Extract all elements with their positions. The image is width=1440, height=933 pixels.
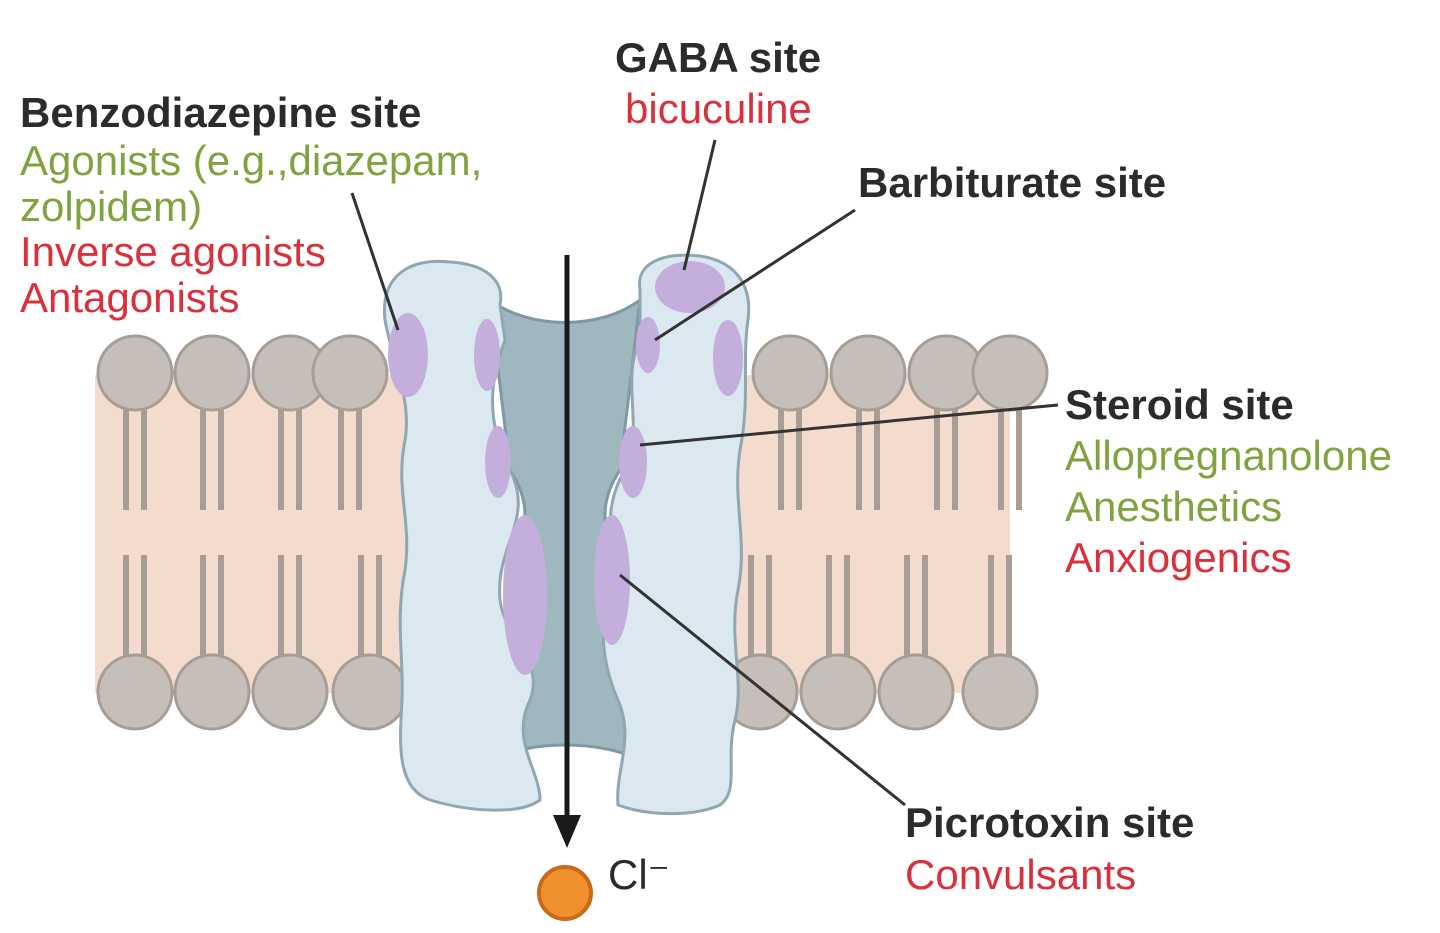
lipid-head-bottom-3 [331,653,409,731]
gaba-bicuculine: bicuculine [625,85,812,132]
chloride-ion-label: Cl⁻ [608,851,670,898]
lipid-head-top-1 [173,334,251,412]
benzodiazepine-zolpidem-line: zolpidem) [20,183,203,230]
steroid-leader [639,403,1059,447]
steroid-anxiogenics: Anxiogenics [1065,534,1292,581]
benzodiazepine-leader [350,192,400,331]
left-patch-lower [503,515,547,675]
lipid-head-top-3 [311,334,389,412]
channel-left-subunit [382,259,542,812]
lipid-head-top-4 [751,334,829,412]
gaba-binding-patch [655,261,725,313]
benzodiazepine-site-title: Benzodiazepine site [20,89,422,136]
lipid-head-top-5 [829,334,907,412]
benzodiazepine-agonists-line: Agonists (e.g.,diazepam, [20,137,483,184]
left-patch-middle [485,426,511,498]
ion-flow-arrowhead [553,815,581,848]
picrotoxin-binding-patch [594,515,630,645]
lipid-head-top-7 [971,334,1049,412]
gaba-leader [682,139,717,271]
chloride-ion [537,865,593,921]
left-patch-upper [474,319,500,391]
barbiturate-binding-patch [636,317,660,373]
lipid-head-bottom-1 [173,653,251,731]
lipid-head-bottom-5 [799,653,877,731]
lipid-head-bottom-7 [961,653,1039,731]
membrane-band-right [700,375,1010,693]
lipid-head-bottom-0 [96,653,174,731]
lipid-head-bottom-6 [877,653,955,731]
steroid-anesthetics: Anesthetics [1065,483,1283,530]
binding-sites [388,261,743,675]
picrotoxin-leader [619,573,906,807]
benzodiazepine-inverse-agonists: Inverse agonists [20,228,326,275]
barbiturate-site-title: Barbiturate site [858,159,1167,206]
lipid-head-bottom-2 [251,653,329,731]
benzodiazepine-antagonists: Antagonists [20,274,240,321]
picrotoxin-site-title: Picrotoxin site [905,799,1195,846]
steroid-binding-patch [619,426,647,498]
picrotoxin-convulsants: Convulsants [905,851,1137,898]
gaba-site-title: GABA site [615,34,822,81]
barbiturate-leader [654,208,856,342]
lipid-head-top-0 [96,334,174,412]
membrane-band-left [95,375,440,693]
right-patch-outer [713,320,743,396]
benzodiazepine-binding-patch [388,313,428,397]
leader-lines [350,139,1059,807]
steroid-allopregnanolone: Allopregnanolone [1065,432,1392,479]
steroid-site-title: Steroid site [1065,381,1294,428]
